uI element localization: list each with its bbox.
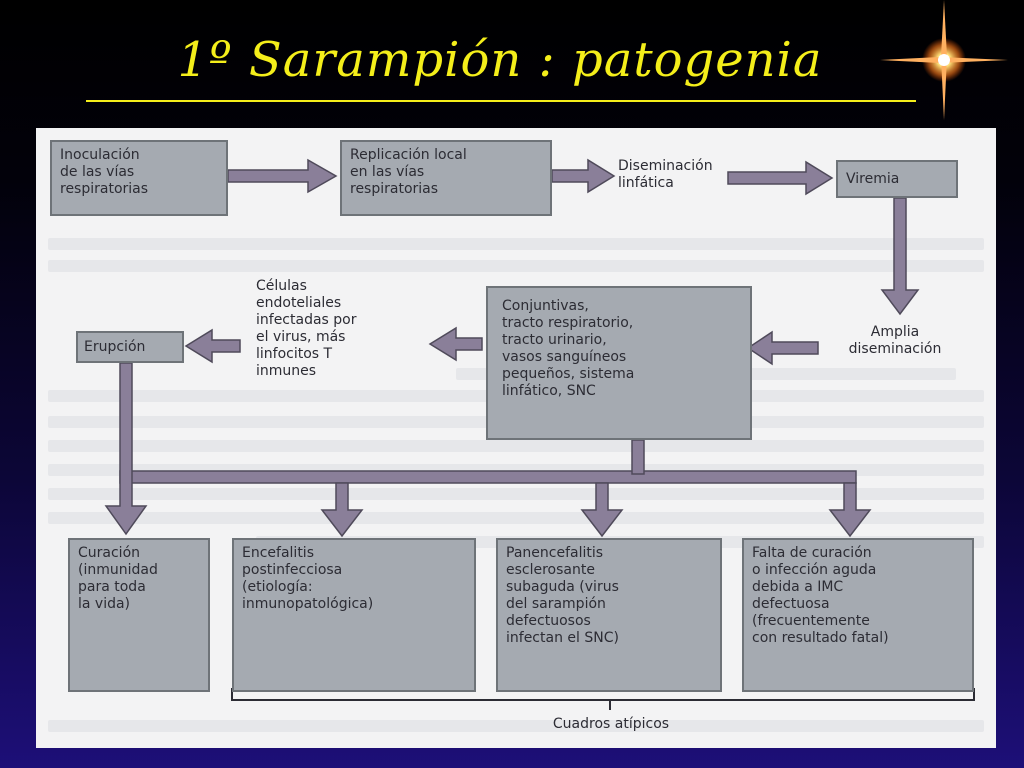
branch-organs-stem [631, 439, 645, 475]
label-endothelial-cells: Células endoteliales infectadas por el v… [256, 278, 357, 379]
arrow-inoculation-to-replication [227, 158, 338, 194]
arrow-branch-cure-failure [828, 482, 872, 538]
box-organs: Conjuntivas, tracto respiratorio, tracto… [486, 286, 752, 440]
slide-title: 1º Sarampión : patogenia [177, 32, 823, 88]
arrow-rash-to-cure [104, 362, 148, 536]
label-wide-spread: Amplia diseminación [848, 324, 942, 357]
atypical-bracket [231, 688, 975, 710]
arrow-spread-to-organs [746, 330, 819, 366]
sparkle-icon [880, 0, 1008, 120]
arrow-viremia-down [880, 197, 920, 316]
arrow-branch-sspe [580, 482, 624, 538]
pathogenesis-figure: Inoculación de las vías respiratorias Re… [36, 128, 996, 748]
box-cure-failure: Falta de curación o infección aguda debi… [742, 538, 974, 692]
arrows-layer [104, 158, 975, 710]
box-inoculation: Inoculación de las vías respiratorias [50, 140, 228, 216]
box-encephalitis: Encefalitis postinfecciosa (etiología: i… [232, 538, 476, 692]
arrow-organs-to-endothelial [428, 326, 483, 362]
arrow-branch-encephalitis [320, 482, 364, 538]
title-underline [86, 100, 916, 102]
label-atypical: Cuadros atípicos [552, 716, 670, 732]
label-lymphatic-spread: Diseminación linfática [618, 158, 713, 191]
box-local-replication: Replicación local en las vías respirator… [340, 140, 552, 216]
branch-bus [119, 470, 857, 484]
box-rash: Erupción [76, 331, 184, 363]
arrow-replication-to-lymphatic [551, 158, 616, 194]
box-sspe: Panencefalitis esclerosante subaguda (vi… [496, 538, 722, 692]
box-cure: Curación (inmunidad para toda la vida) [68, 538, 210, 692]
arrow-endothelial-to-rash [184, 328, 241, 364]
arrow-lymphatic-to-viremia [727, 160, 834, 196]
box-viremia: Viremia [836, 160, 958, 198]
